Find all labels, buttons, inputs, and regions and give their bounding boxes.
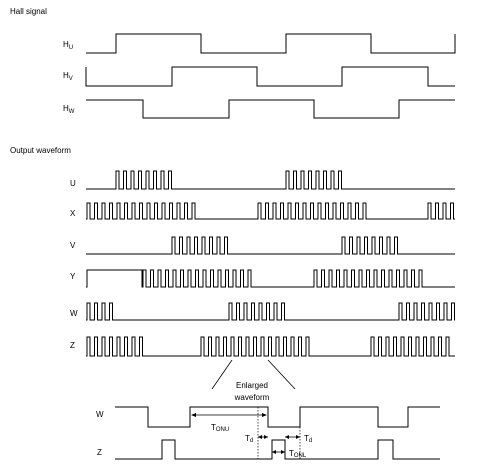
hall-u-waveform bbox=[86, 33, 456, 54]
tonu-arrowhead-right bbox=[262, 413, 267, 417]
enlarged-caption-line1: Enlarged bbox=[236, 381, 268, 390]
tonl-arrowhead-right bbox=[281, 450, 285, 454]
hall-v-label: HV bbox=[63, 71, 73, 82]
hall-w-waveform bbox=[86, 99, 455, 119]
td-left-label: Td bbox=[245, 434, 253, 444]
hall-signal-heading: Hall signal bbox=[10, 7, 47, 16]
output-x-label: X bbox=[70, 209, 76, 218]
td-right-label: Td bbox=[304, 434, 312, 444]
output-u-label: U bbox=[70, 179, 76, 188]
hall-w-label: HW bbox=[63, 104, 75, 115]
output-y-waveform bbox=[86, 269, 455, 288]
tonl-arrowhead-left bbox=[272, 450, 276, 454]
enlarged-z-label: Z bbox=[97, 448, 102, 457]
output-w-waveform bbox=[86, 302, 455, 321]
output-z-label: Z bbox=[70, 341, 75, 350]
output-z-waveform bbox=[86, 336, 455, 357]
td-left-arrowhead-a bbox=[258, 435, 262, 439]
td-left-arrowhead-b bbox=[264, 435, 268, 439]
td-right-arrowhead-a bbox=[285, 435, 289, 439]
output-waveform-heading: Output waveform bbox=[10, 146, 71, 155]
enlarged-caption-line2: waveform bbox=[234, 393, 270, 402]
tonu-arrowhead-left bbox=[191, 413, 196, 417]
tonl-label: TONL bbox=[289, 449, 307, 459]
enlarged-w-waveform bbox=[115, 406, 440, 428]
hall-u-label: HU bbox=[63, 40, 73, 51]
output-w-label: W bbox=[70, 309, 78, 318]
output-v-label: V bbox=[70, 241, 76, 250]
hall-v-waveform bbox=[85, 66, 455, 87]
output-v-waveform bbox=[86, 236, 455, 255]
output-u-waveform bbox=[86, 170, 455, 190]
tonu-label: TONU bbox=[211, 423, 229, 433]
zoom-line-left bbox=[211, 359, 233, 390]
output-x-waveform bbox=[86, 202, 455, 220]
enlarged-w-label: W bbox=[96, 410, 104, 419]
enlarged-z-waveform bbox=[115, 439, 440, 460]
output-y-label: Y bbox=[70, 272, 76, 281]
td-right-arrowhead-b bbox=[296, 435, 300, 439]
zoom-line-right bbox=[267, 359, 296, 390]
